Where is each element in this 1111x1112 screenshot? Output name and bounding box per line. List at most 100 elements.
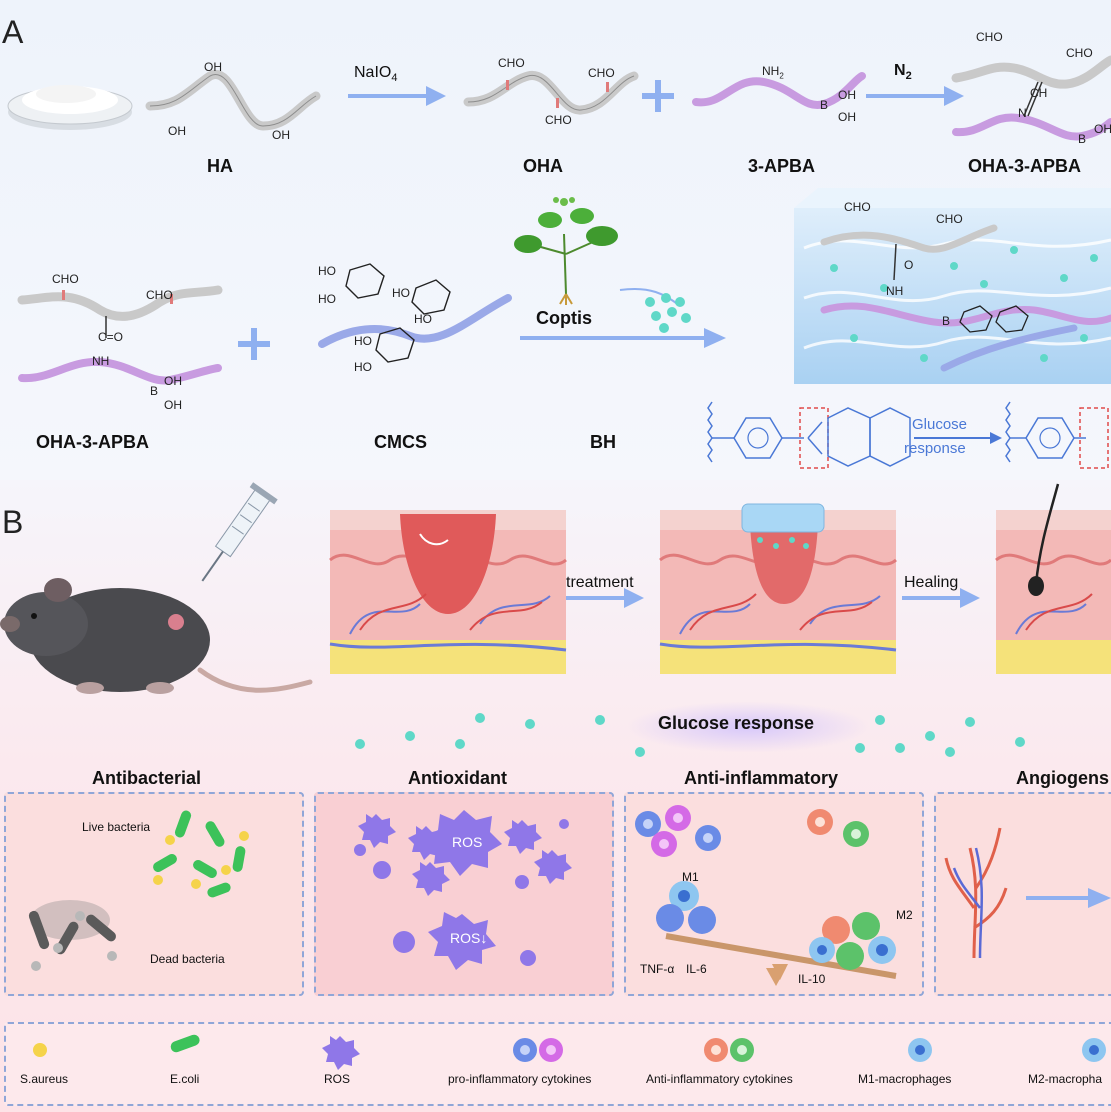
legend-m1-macrophages: M1-macrophages <box>858 1072 952 1086</box>
ha-oh-right: OH <box>272 128 290 142</box>
left-co: C=O <box>98 330 124 344</box>
reagent-n2: N2 <box>894 62 912 83</box>
reagent-naio4: NaIO4 <box>354 64 398 85</box>
box-title-angiogenesis: Angiogens <box>1016 768 1109 788</box>
bacteria-illustration <box>28 810 249 971</box>
apba-boh: B <box>820 98 829 112</box>
ros-label-1: ROS <box>452 834 483 850</box>
label-bh: BH <box>590 432 616 452</box>
product-ch: CH <box>1030 86 1048 100</box>
panel-b-letter: B <box>2 504 24 540</box>
skin-healed-image <box>995 483 1111 674</box>
cmcs-chain <box>318 263 512 363</box>
cmcs-ho-6: HO <box>354 360 372 374</box>
box-title-anti-inflammatory: Anti-inflammatory <box>684 768 839 788</box>
arrow-treatment <box>566 588 644 608</box>
powder-dish-image <box>7 85 133 130</box>
product-cho-2: CHO <box>1066 46 1093 60</box>
glucose-response-label: Glucose response <box>658 713 815 733</box>
legend-anti-inflammatory: Anti-inflammatory cytokines <box>646 1072 793 1086</box>
gel-b: B <box>942 314 951 328</box>
legend-s-aureus: S.aureus <box>20 1072 69 1086</box>
oha-3-apba-left <box>17 285 223 385</box>
panel-a-letter: A <box>2 14 24 50</box>
gel-cho-1: CHO <box>844 200 871 214</box>
product-b: B <box>1078 132 1087 146</box>
glucose-arrow-label-1: Glucose <box>912 416 968 433</box>
box-antibacterial <box>4 792 304 996</box>
label-cmcs: CMCS <box>374 432 427 452</box>
label-oha-3-apba-top: OHA-3-APBA <box>968 156 1082 176</box>
left-b: B <box>150 384 159 398</box>
skin-wound-image <box>329 510 567 674</box>
inflammation-illustration <box>635 805 897 986</box>
glucose-response-glow <box>628 702 868 752</box>
gel-cho-2: CHO <box>936 212 963 226</box>
apba-oh-1: OH <box>838 88 856 102</box>
left-oh-2: OH <box>164 398 182 412</box>
cmcs-ho-4: HO <box>414 312 432 326</box>
label-live-bacteria: Live bacteria <box>82 820 151 834</box>
label-il6: IL-6 <box>686 962 707 976</box>
bh-arrow <box>520 288 726 348</box>
oha-cho-3: CHO <box>588 66 615 80</box>
oha-3-apba-product <box>951 55 1111 141</box>
label-coptis: Coptis <box>536 308 592 328</box>
arrow-n2 <box>866 86 964 106</box>
label-dead-bacteria: Dead bacteria <box>150 952 225 966</box>
ros-illustration <box>354 810 572 970</box>
glucose-response-scheme <box>707 401 1109 469</box>
cmcs-ho-5: HO <box>354 334 372 348</box>
glucose-dots <box>355 713 1025 757</box>
cmcs-ho-2: HO <box>318 292 336 306</box>
left-cho-1: CHO <box>52 272 79 286</box>
legend-pro-inflammatory: pro-inflammatory cytokines <box>448 1072 592 1086</box>
cmcs-ho-3: HO <box>392 286 410 300</box>
legend-ros: ROS <box>324 1072 351 1086</box>
apba-nh2: NH2 <box>762 64 784 81</box>
arrow-healing <box>902 588 980 608</box>
label-oha: OHA <box>523 156 563 176</box>
skin-treated-image <box>659 503 897 674</box>
left-nh: NH <box>92 354 110 368</box>
oha-chain <box>463 71 639 115</box>
label-il10: IL-10 <box>798 972 826 986</box>
box-title-antioxidant: Antioxidant <box>408 768 507 788</box>
arrow-naio4 <box>348 86 446 106</box>
ha-oh-left: OH <box>168 124 186 138</box>
apba-chain <box>692 72 866 109</box>
label-oha-3-apba-row2: OHA-3-APBA <box>36 432 150 452</box>
legend-icons <box>33 1034 1106 1070</box>
product-cho-1: CHO <box>976 30 1003 44</box>
syringe-image <box>201 482 278 582</box>
gel-nh: NH <box>886 284 904 298</box>
product-n: N <box>1018 106 1027 120</box>
label-ha: HA <box>207 156 233 176</box>
oha-cho-2: CHO <box>545 113 572 127</box>
oha-cho-1: CHO <box>498 56 525 70</box>
legend-m2-macrophages: M2-macropha <box>1028 1072 1103 1086</box>
label-m2: M2 <box>896 908 913 922</box>
label-3-apba: 3-APBA <box>748 156 816 176</box>
box-title-antibacterial: Antibacterial <box>92 768 202 788</box>
glucose-arrow-label-2: response <box>904 440 966 457</box>
ros-label-2: ROS↓ <box>450 930 488 946</box>
label-m1: M1 <box>682 870 699 884</box>
left-oh-1: OH <box>164 374 182 388</box>
plus-icon <box>642 80 674 112</box>
left-cho-2: CHO <box>146 288 173 302</box>
legend-box <box>4 1022 1111 1106</box>
product-oh: OH <box>1094 122 1111 136</box>
label-treatment: treatment <box>566 574 634 591</box>
coptis-plant-image <box>514 197 618 305</box>
ha-oh-top: OH <box>204 60 222 74</box>
legend-e-coli: E.coli <box>170 1072 200 1086</box>
hydrogel-block-image <box>794 188 1111 384</box>
rat-image <box>0 578 313 694</box>
gel-o: O <box>904 258 914 272</box>
apba-oh-2: OH <box>838 110 856 124</box>
ha-chain <box>145 70 321 131</box>
cmcs-ho-1: HO <box>318 264 336 278</box>
label-tnf: TNF-α <box>640 962 675 976</box>
vessel-illustration <box>944 827 1111 959</box>
